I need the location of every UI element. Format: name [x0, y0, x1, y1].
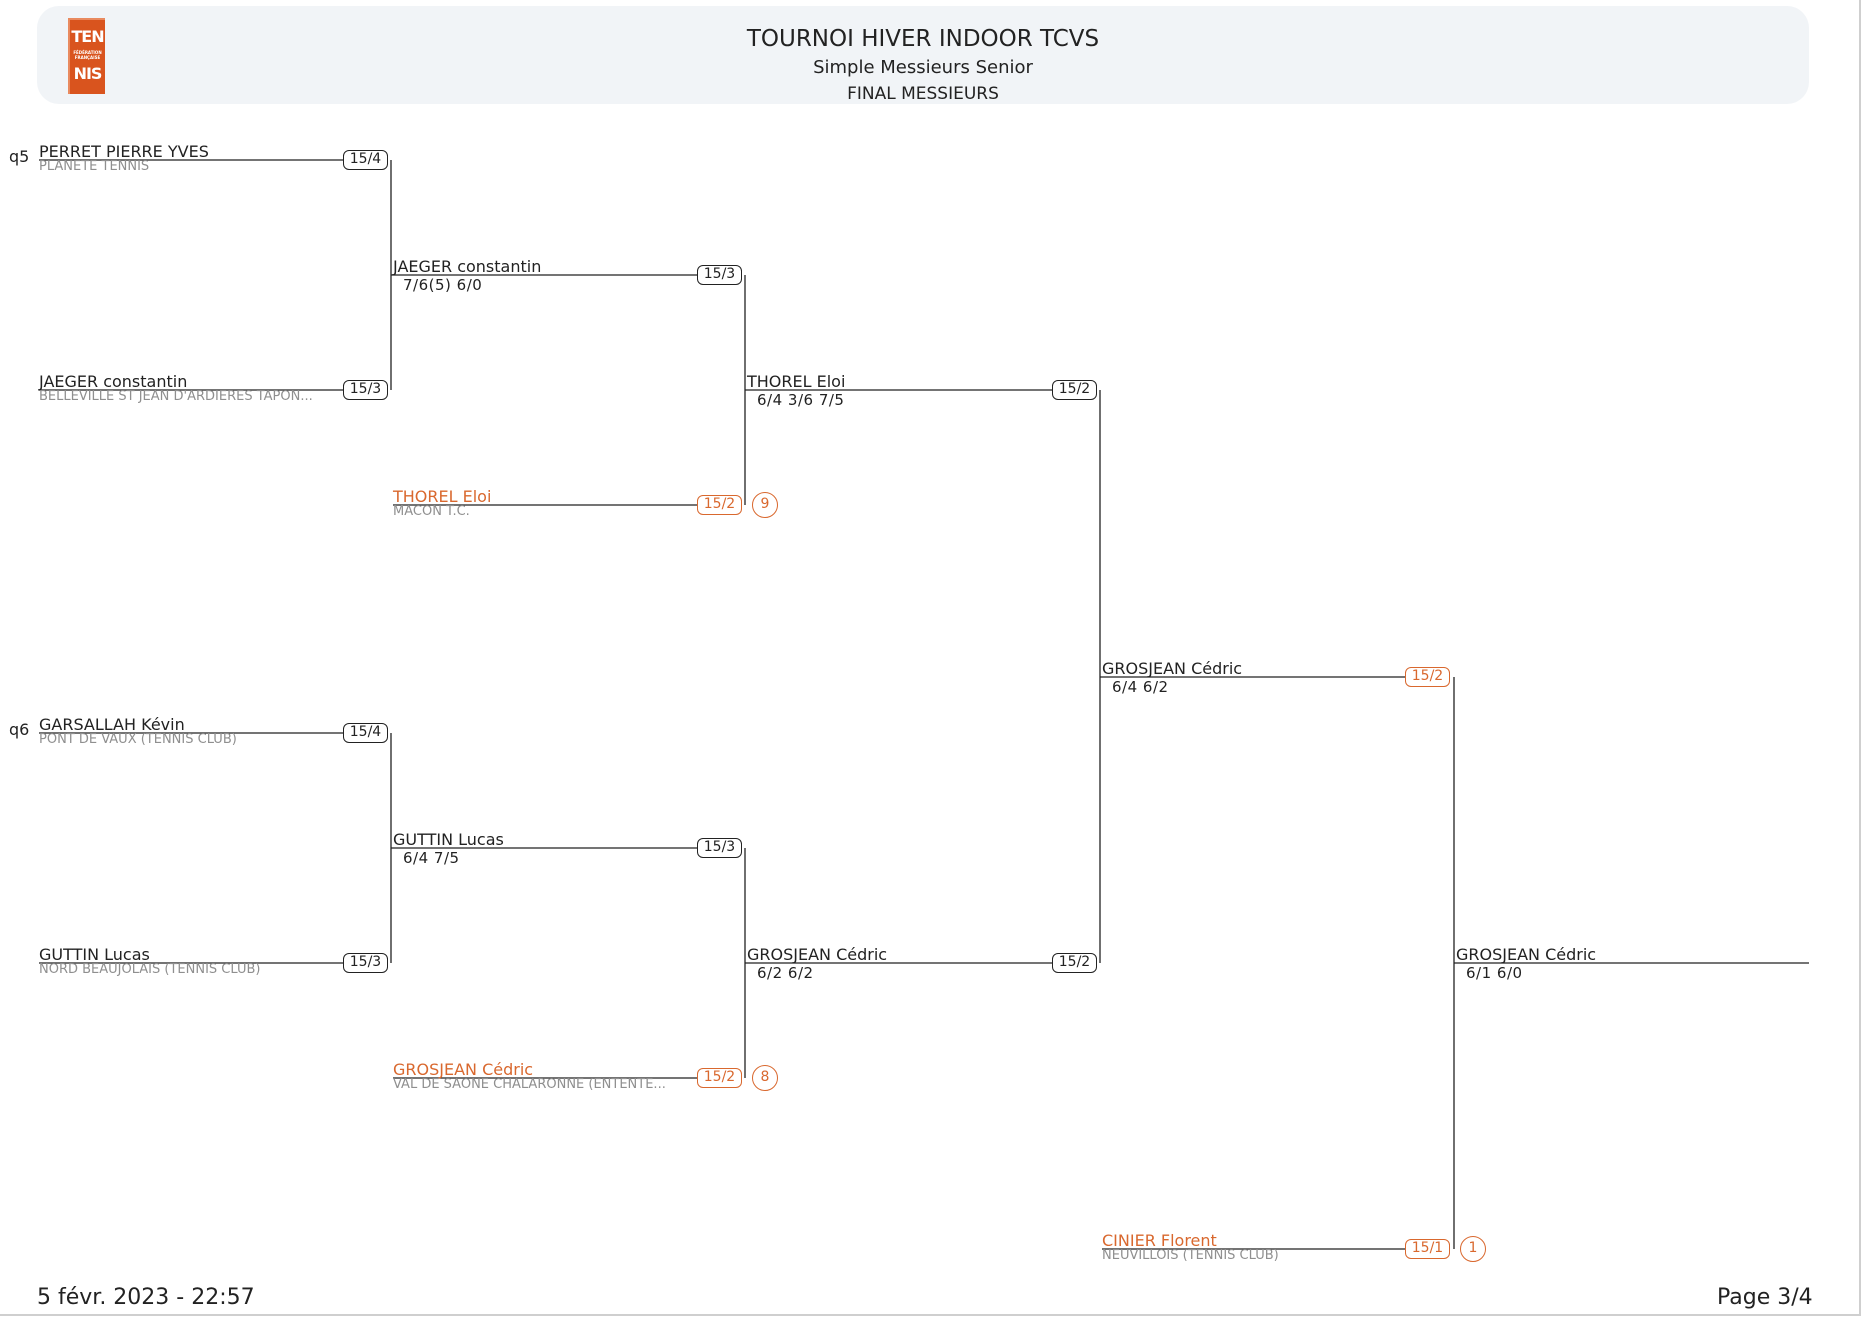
- match-score: 7/6(5) 6/0: [403, 276, 483, 294]
- ranking-badge: 15/2: [1405, 667, 1450, 687]
- player-name: GARSALLAH Kévin: [39, 715, 185, 734]
- logo-text-middle: FÉDÉRATION FRANÇAISE: [73, 50, 102, 60]
- ranking-badge: 15/3: [697, 265, 742, 285]
- ranking-badge: 15/2: [697, 1068, 742, 1088]
- player-club: NORD BEAUJOLAIS (TENNIS CLUB): [39, 962, 261, 977]
- print-date: 5 févr. 2023 - 22:57: [37, 1285, 255, 1310]
- player-name: GROSJEAN Cédric: [393, 1060, 534, 1079]
- player-name: CINIER Florent: [1102, 1231, 1217, 1250]
- player-club: VAL DE SAONE CHALARONNE (ENTENTE...: [393, 1077, 666, 1092]
- player-name: THOREL Eloi: [747, 372, 846, 391]
- player-name: GROSJEAN Cédric: [1102, 659, 1243, 678]
- match-score: 6/4 6/2: [1112, 678, 1169, 696]
- seed-badge: 8: [752, 1065, 778, 1091]
- player-name: GUTTIN Lucas: [39, 945, 150, 964]
- match-score: 6/2 6/2: [757, 964, 814, 982]
- ranking-badge: 15/3: [697, 838, 742, 858]
- match-score: 6/4 7/5: [403, 849, 460, 867]
- ranking-badge: 15/2: [697, 495, 742, 515]
- player-name: GUTTIN Lucas: [393, 830, 504, 849]
- seed-badge: 9: [752, 492, 778, 518]
- player-club: NEUVILLOIS (TENNIS CLUB): [1102, 1248, 1279, 1263]
- player-name: THOREL Eloi: [393, 487, 492, 506]
- logo-text-bottom: NIS: [73, 64, 103, 83]
- tournament-title: TOURNOI HIVER INDOOR TCVS: [746, 26, 1100, 52]
- ranking-badge: 15/4: [343, 723, 388, 743]
- qualifier-label: q6: [9, 720, 30, 739]
- ranking-badge: 15/3: [343, 953, 388, 973]
- player-club: BELLEVILLE ST JEAN D'ARDIERES TAPON...: [39, 389, 313, 404]
- match-score: 6/4 3/6 7/5: [757, 391, 845, 409]
- winner-name: GROSJEAN Cédric: [1456, 945, 1597, 964]
- player-name: PERRET PIERRE YVES: [39, 142, 209, 161]
- ranking-badge: 15/2: [1052, 380, 1097, 400]
- player-name: GROSJEAN Cédric: [747, 945, 888, 964]
- player-name: JAEGER constantin: [393, 257, 542, 276]
- logo-text-top: TEN: [71, 27, 104, 46]
- tournament-header: TEN FÉDÉRATION FRANÇAISE NIS TOURNOI HIV…: [37, 6, 1809, 104]
- player-club: MACON T.C.: [393, 504, 470, 519]
- ranking-badge: 15/1: [1405, 1239, 1450, 1259]
- page-number: Page 3/4: [1717, 1285, 1813, 1310]
- player-name: JAEGER constantin: [39, 372, 188, 391]
- event-subtitle: Simple Messieurs Senior: [813, 57, 1033, 78]
- fft-tennis-logo: TEN FÉDÉRATION FRANÇAISE NIS: [68, 18, 105, 94]
- player-club: PLANETE TENNIS: [39, 159, 150, 174]
- final-score: 6/1 6/0: [1466, 964, 1523, 982]
- ranking-badge: 15/2: [1052, 953, 1097, 973]
- seed-badge: 1: [1460, 1236, 1486, 1262]
- ranking-badge: 15/3: [343, 380, 388, 400]
- ranking-badge: 15/4: [343, 150, 388, 170]
- player-club: PONT DE VAUX (TENNIS CLUB): [39, 732, 237, 747]
- draw-name: FINAL MESSIEURS: [847, 84, 999, 104]
- qualifier-label: q5: [9, 147, 30, 166]
